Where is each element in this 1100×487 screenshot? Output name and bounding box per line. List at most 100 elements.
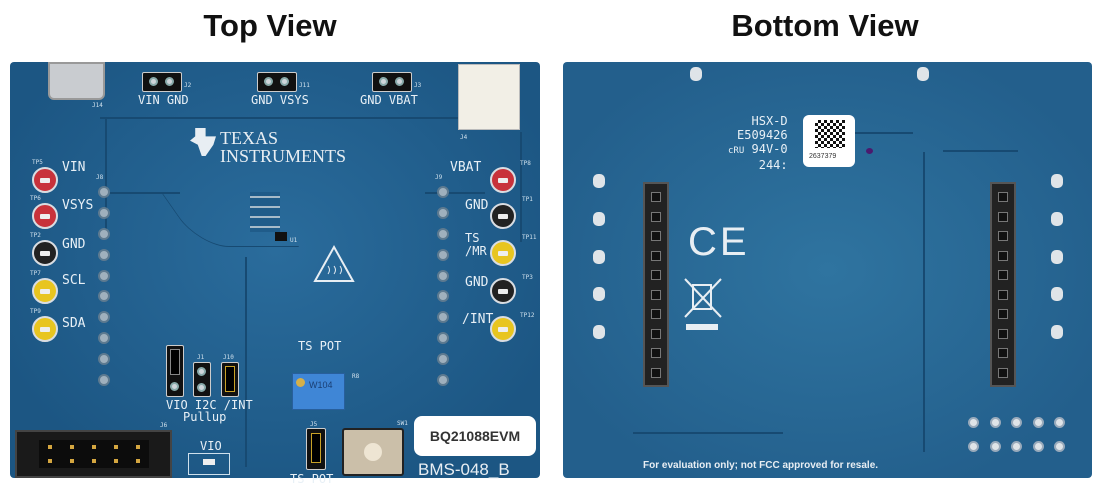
bottom-board-photo: HSX-D E509426 cRU 94V-0 244: 2637379 CE … (563, 62, 1092, 478)
jumper-j5-ts-pot (306, 428, 326, 470)
tp5-label: VIN (62, 160, 86, 175)
socket-pin (651, 348, 661, 358)
testpoint-pad (593, 211, 605, 226)
reset-switch-sw1 (342, 428, 404, 476)
header-pad (437, 227, 449, 240)
jumper-j2 (142, 72, 182, 92)
j2-ref: J2 (184, 82, 192, 89)
board-name-label: BQ21088EVM (414, 416, 536, 456)
header-pad (437, 248, 449, 261)
ti-logo-text: TEXAS INSTRUMENTS (220, 129, 346, 165)
j2-label: VIN GND (138, 93, 189, 107)
jumper-j1-vio (166, 345, 184, 397)
testpoint-pad (593, 249, 605, 264)
ul-mark-icon: cRU (728, 146, 745, 156)
testpoint-tp3 (490, 278, 516, 304)
socket-pin (998, 270, 1008, 280)
tp1-ref: TP1 (522, 196, 533, 203)
tp1-label: GND (465, 198, 489, 213)
box-header-pad (1032, 417, 1044, 428)
j1-ref: J1 (197, 354, 205, 361)
header-pin (70, 459, 74, 463)
battery-connector (458, 64, 520, 130)
socket-pin (998, 309, 1008, 319)
header-pad (437, 186, 449, 198)
socket-pin (651, 231, 661, 241)
testpoint-tp7 (32, 278, 58, 304)
testpoint-pad (593, 287, 605, 302)
logo-line2: INSTRUMENTS (220, 146, 347, 166)
pot-marking: W104 (309, 380, 333, 390)
box-header-pad (1032, 441, 1044, 452)
tp2-label: GND (62, 237, 86, 252)
socket-pin (651, 211, 661, 222)
header-pin (114, 459, 118, 463)
logo-line1: TEXAS (220, 128, 278, 148)
socket-pin (998, 289, 1008, 300)
j9-ref: J9 (435, 174, 443, 181)
socket-pin (998, 250, 1008, 261)
header-pad (98, 227, 110, 240)
box-header-pad (1054, 441, 1066, 452)
j10-ref: J10 (223, 354, 234, 361)
vio-led-outline (188, 453, 230, 475)
tp12-label: /INT (462, 312, 494, 327)
header-pad (437, 332, 449, 345)
marking-datecode: 244: (758, 158, 788, 172)
tp3-ref: TP3 (522, 274, 533, 281)
testpoint-pad (1051, 287, 1063, 302)
ts-potentiometer: W104 (292, 373, 345, 410)
ts-pot-label: TS POT (298, 339, 342, 353)
tp11-label: TS /MR (465, 231, 487, 258)
testpoint-tp1 (490, 203, 516, 229)
header-pad (98, 353, 110, 365)
socket-pin (651, 367, 661, 378)
socket-pin (998, 348, 1008, 358)
socket-pin (998, 367, 1008, 378)
testpoint-pad (1051, 325, 1063, 339)
board-code: BMS-048_B (418, 460, 510, 479)
header-pin (114, 445, 118, 449)
box-header-pad (1054, 417, 1066, 428)
header-pin (48, 459, 52, 463)
box-header-pad (968, 417, 979, 428)
tp8-ref: TP8 (520, 160, 531, 167)
testpoint-tp5 (32, 167, 58, 193)
top-board-photo: J14 J2 VIN GND J11 GND VSYS J3 GND VBAT … (10, 62, 540, 486)
socket-pin (998, 231, 1008, 241)
r8-ref: R8 (352, 373, 360, 380)
testpoint-tp11 (490, 240, 516, 266)
header-pin (92, 445, 96, 449)
j14-ref: J14 (92, 102, 103, 109)
tp7-ref: TP7 (30, 270, 41, 277)
header-pad (98, 248, 110, 261)
tp6-label: VSYS (62, 198, 94, 213)
socket-pin (998, 192, 1008, 202)
weee-bin-icon (684, 278, 722, 330)
testpoint-tp12 (490, 316, 516, 342)
header-pin (48, 445, 52, 449)
tp9-ref: TP9 (30, 308, 41, 315)
jumper-i2c (193, 362, 211, 397)
header-pad (98, 186, 110, 198)
tp12-ref: TP12 (520, 312, 535, 319)
header-pad (437, 353, 449, 365)
box-header-pad (1011, 417, 1023, 428)
pullup-labels: VIO I2C /INT (166, 398, 253, 412)
top-view-title: Top View (203, 8, 337, 43)
tp2-ref: TP2 (30, 232, 41, 239)
testpoint-pad (593, 174, 605, 188)
ic-u1 (275, 232, 287, 241)
header-pad (98, 311, 110, 324)
box-header-pad (989, 417, 1001, 428)
header-pin (70, 445, 74, 449)
ce-mark-icon: CE (688, 220, 750, 264)
jumper-j3 (372, 72, 412, 92)
fcc-notice: For evaluation only; not FCC approved fo… (643, 460, 879, 471)
header-pad (437, 290, 449, 303)
jumper-j11 (257, 72, 297, 92)
socket-pin (651, 192, 661, 202)
ink-dot (866, 148, 873, 154)
header-pad (437, 373, 449, 386)
j4-ref: J4 (460, 134, 468, 141)
